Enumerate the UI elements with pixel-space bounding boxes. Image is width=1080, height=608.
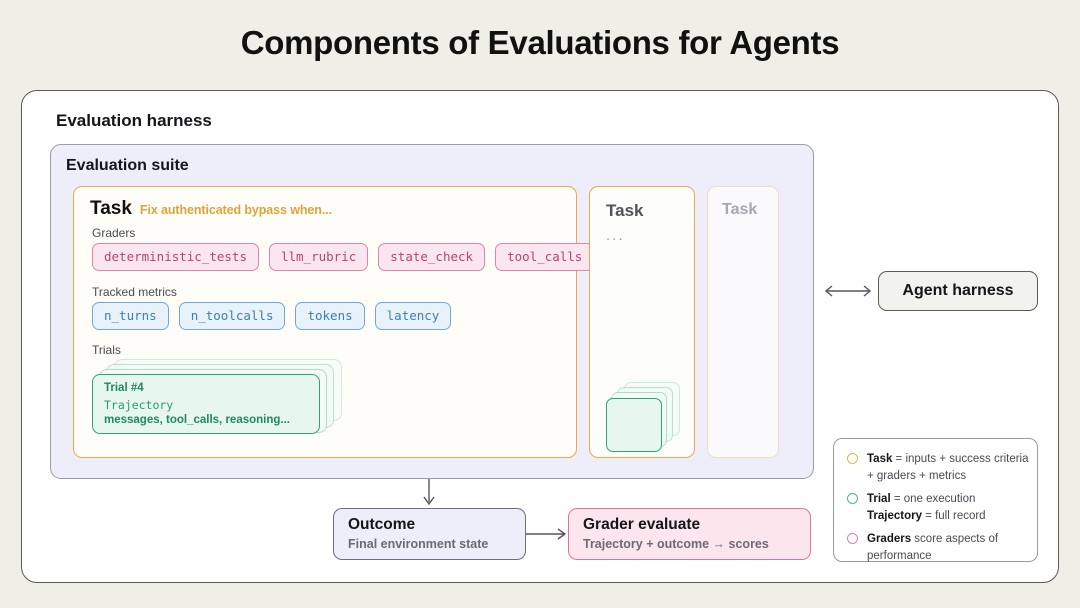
evaluation-suite-label: Evaluation suite xyxy=(66,157,189,174)
grader-chip[interactable]: llm_rubric xyxy=(269,243,369,271)
evaluation-suite-card: Evaluation suite Task Fix authenticated … xyxy=(50,144,814,479)
legend-term: Graders xyxy=(867,533,912,545)
metrics-section-label: Tracked metrics xyxy=(92,285,177,299)
agent-harness-label: Agent harness xyxy=(902,282,1014,299)
metrics-chip-row: n_turns n_toolcalls tokens latency xyxy=(92,302,452,330)
outcome-grader-arrow xyxy=(526,528,567,540)
grader-chip[interactable]: deterministic_tests xyxy=(92,243,259,271)
metric-chip[interactable]: n_turns xyxy=(92,302,169,330)
legend-item-task: Task = inputs + success criteria + grade… xyxy=(847,451,1035,484)
task-title: Task xyxy=(90,198,132,219)
legend-box: Task = inputs + success criteria + grade… xyxy=(833,438,1038,562)
task-ellipsis: ... xyxy=(606,227,625,244)
task-panel-primary[interactable]: Task Fix authenticated bypass when... Gr… xyxy=(73,186,595,458)
trial-card[interactable] xyxy=(606,398,662,452)
legend-term-2: Trajectory xyxy=(867,509,922,522)
trial-id-label: Trial #4 xyxy=(104,382,144,394)
task-color-dot-icon xyxy=(847,453,858,464)
grader-chip[interactable]: state_check xyxy=(378,243,486,271)
trial-card-stack: Trial #4 Trajectory messages, tool_calls… xyxy=(92,359,342,435)
task-panel-secondary[interactable]: Task ... xyxy=(589,186,695,458)
task-subtitle: Fix authenticated bypass when... xyxy=(139,203,332,217)
grader-chip[interactable]: tool_calls xyxy=(495,243,595,271)
outcome-title: Outcome xyxy=(348,516,416,533)
suite-outcome-arrow xyxy=(423,479,435,506)
evaluation-harness-label: Evaluation harness xyxy=(56,111,212,130)
trajectory-description: messages, tool_calls, reasoning... xyxy=(104,414,290,426)
suite-agent-arrow xyxy=(824,285,872,297)
legend-rest: score aspects of performance xyxy=(867,533,999,562)
trajectory-label: Trajectory xyxy=(104,398,174,412)
metric-chip[interactable]: latency xyxy=(374,302,452,330)
trial-color-dot-icon xyxy=(847,493,858,504)
page-title: Components of Evaluations for Agents xyxy=(240,24,840,61)
trial-card-stack xyxy=(606,382,684,452)
legend-term: Trial xyxy=(867,493,891,505)
outcome-box[interactable]: Outcome Final environment state xyxy=(333,508,526,560)
task-panel-tertiary[interactable]: Task xyxy=(707,186,779,458)
agent-harness-box[interactable]: Agent harness xyxy=(878,271,1038,311)
legend-rest-2: = full record xyxy=(921,509,986,522)
trial-card[interactable]: Trial #4 Trajectory messages, tool_calls… xyxy=(92,374,320,434)
legend-rest: = inputs + success criteria + graders + … xyxy=(867,453,1029,482)
legend-rest: = one execution xyxy=(890,493,976,505)
grader-evaluate-title: Grader evaluate xyxy=(583,516,701,533)
grader-evaluate-box[interactable]: Grader evaluate Trajectory + outcome → s… xyxy=(568,508,811,560)
legend-item-graders: Graders score aspects of performance xyxy=(847,531,1035,564)
graders-chip-row: deterministic_tests llm_rubric state_che… xyxy=(92,243,595,271)
grader-color-dot-icon xyxy=(847,533,858,544)
legend-term: Task xyxy=(867,453,893,465)
metric-chip[interactable]: tokens xyxy=(295,302,365,330)
trials-section-label: Trials xyxy=(92,343,121,357)
task-title: Task xyxy=(722,201,758,218)
legend-item-text: Task = inputs + success criteria + grade… xyxy=(867,451,1035,484)
outcome-subtitle: Final environment state xyxy=(348,537,489,551)
task-header: Task Fix authenticated bypass when... xyxy=(90,198,332,220)
metric-chip[interactable]: n_toolcalls xyxy=(178,302,286,330)
graders-section-label: Graders xyxy=(92,226,136,240)
task-title: Task xyxy=(606,201,644,220)
legend-item-text: Graders score aspects of performance xyxy=(867,531,1035,564)
grader-evaluate-subtitle: Trajectory + outcome → scores xyxy=(583,537,769,551)
